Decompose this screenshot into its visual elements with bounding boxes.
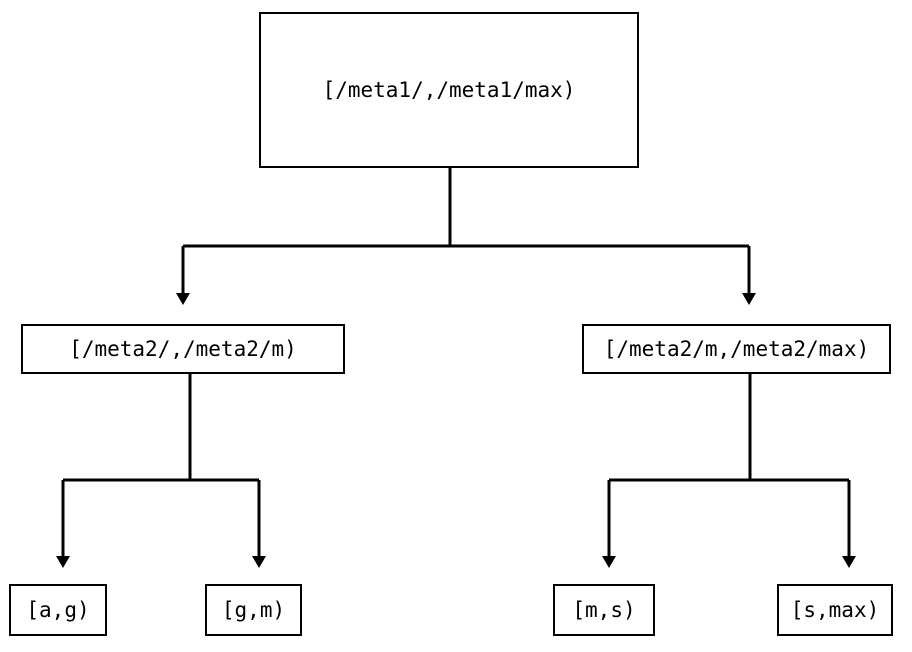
arrowhead-l2left-to-ag <box>56 556 70 568</box>
edge-l2right-split <box>602 374 856 568</box>
arrowhead-root-to-right <box>742 293 756 305</box>
tree-node-leaf-4-label: [s,max) <box>790 597 880 622</box>
tree-node-level2-right: [/meta2/m,/meta2/max) <box>582 324 891 374</box>
arrowhead-l2right-to-ms <box>602 556 616 568</box>
arrowhead-l2right-to-smax <box>842 556 856 568</box>
arrowhead-root-to-left <box>176 293 190 305</box>
tree-node-root-label: [/meta1/,/meta1/max) <box>322 77 576 102</box>
tree-node-level2-left: [/meta2/,/meta2/m) <box>21 324 345 374</box>
tree-node-leaf-1: [a,g) <box>9 584 107 636</box>
tree-node-leaf-2-label: [g,m) <box>221 597 286 622</box>
arrowhead-l2left-to-gm <box>252 556 266 568</box>
tree-node-leaf-1-label: [a,g) <box>26 597 90 622</box>
tree-node-level2-right-label: [/meta2/m,/meta2/max) <box>603 336 870 361</box>
tree-node-leaf-4: [s,max) <box>777 584 893 636</box>
tree-node-leaf-2: [g,m) <box>205 584 302 636</box>
tree-node-root: [/meta1/,/meta1/max) <box>259 12 639 168</box>
tree-node-leaf-3-label: [m,s) <box>572 597 636 622</box>
tree-node-level2-left-label: [/meta2/,/meta2/m) <box>69 336 297 361</box>
edge-root-split <box>176 168 756 305</box>
edge-l2left-split <box>56 374 266 568</box>
tree-node-leaf-3: [m,s) <box>553 584 655 636</box>
